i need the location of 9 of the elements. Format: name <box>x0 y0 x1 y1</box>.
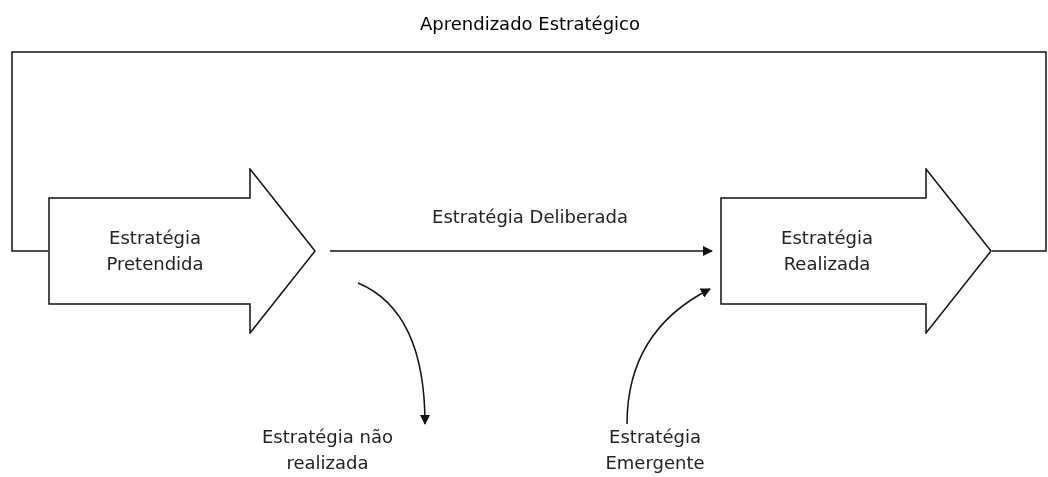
block-arrow-shape <box>720 168 992 334</box>
node-label: Estratégia não realizada <box>261 425 394 475</box>
arrow <box>626 288 711 425</box>
node-label: Estratégia Pretendida <box>105 226 205 276</box>
node-label: Estratégia Emergente <box>604 425 706 475</box>
arrow <box>357 282 430 425</box>
node-label: Estratégia Realizada <box>780 226 874 276</box>
arrow <box>329 246 713 256</box>
block-arrow-shape <box>48 168 316 334</box>
